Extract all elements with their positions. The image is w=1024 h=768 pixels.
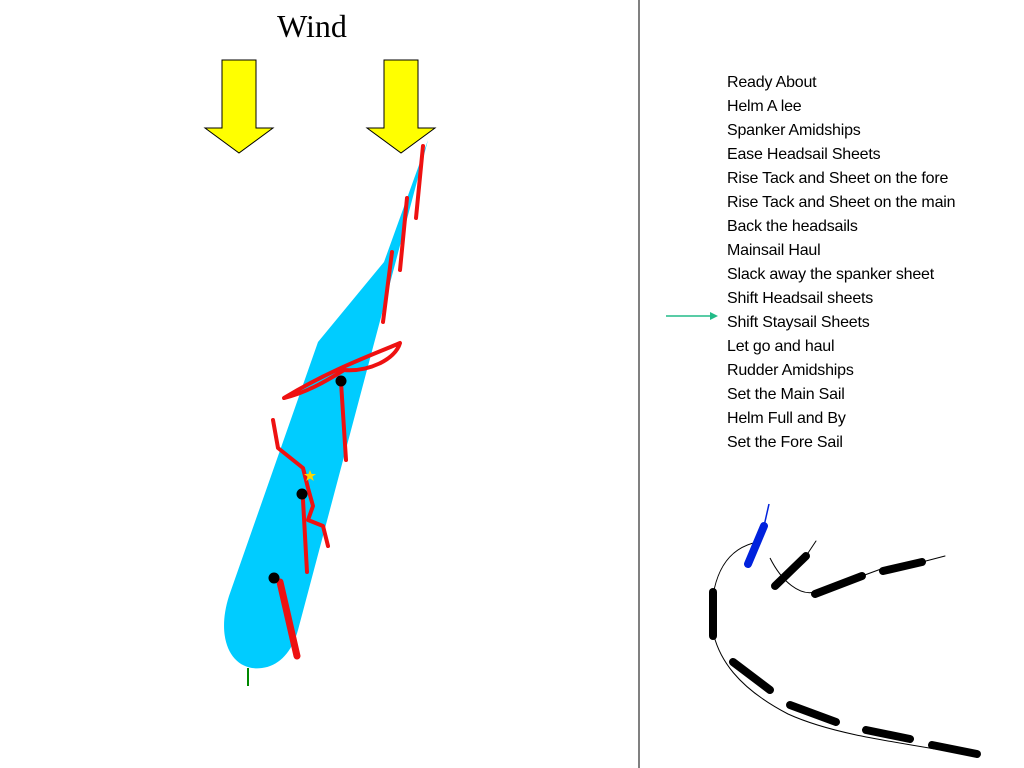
order-item: Helm Full and By xyxy=(727,410,846,427)
turn-curve xyxy=(769,557,816,594)
spanker-sail xyxy=(276,578,301,660)
current-order-pointer-icon xyxy=(666,312,718,320)
mainmast xyxy=(296,488,308,500)
order-item: Spanker Amidships xyxy=(727,122,861,139)
bowsprit xyxy=(861,568,882,577)
divider xyxy=(638,0,640,768)
fore-topsail xyxy=(339,380,348,462)
sails xyxy=(271,144,425,660)
ship-hull xyxy=(224,140,428,669)
order-item: Slack away the spanker sheet xyxy=(727,266,934,283)
order-item: Let go and haul xyxy=(727,338,835,355)
current-ship-bowsprit xyxy=(763,503,770,527)
wind-arrow-left xyxy=(203,59,275,154)
main-sail xyxy=(271,418,330,548)
bowsprit xyxy=(805,540,817,557)
order-item: Shift Headsail sheets xyxy=(727,290,874,307)
ship-silhouette xyxy=(811,572,866,598)
ship-silhouette xyxy=(786,701,840,726)
jib-sail xyxy=(414,144,425,220)
foremast xyxy=(335,375,347,387)
order-item: Ready About xyxy=(727,74,817,91)
ship-silhouette xyxy=(879,558,926,575)
ship-silhouette xyxy=(862,726,914,743)
order-item: Back the headsails xyxy=(727,218,858,235)
current-ship xyxy=(744,522,768,568)
track-ships xyxy=(709,540,981,758)
order-item: Rudder Amidships xyxy=(727,362,854,379)
order-item: Helm A lee xyxy=(727,98,802,115)
tack-track xyxy=(709,503,981,758)
tacking-orders-list: Ready About Helm A lee Spanker Amidships… xyxy=(727,71,956,455)
pivot-star-icon xyxy=(304,470,316,481)
order-item: Rise Tack and Sheet on the fore xyxy=(727,170,949,187)
inner-staysail xyxy=(381,250,394,324)
main-topsail xyxy=(301,498,309,574)
bowsprit xyxy=(921,555,946,563)
ship-silhouette xyxy=(928,741,981,758)
track-line xyxy=(710,541,979,757)
fore-course-sail xyxy=(282,341,402,400)
mizzenmast xyxy=(268,572,280,584)
order-item: Set the Main Sail xyxy=(727,386,845,403)
order-item: Ease Headsail Sheets xyxy=(727,146,881,163)
ship-silhouette xyxy=(729,658,774,694)
order-item: Rise Tack and Sheet on the main xyxy=(727,194,956,211)
order-item-current: Shift Staysail Sheets xyxy=(727,314,870,331)
wind-arrow-right xyxy=(365,59,437,154)
order-item: Mainsail Haul xyxy=(727,242,821,259)
wind-title: Wind xyxy=(277,8,347,44)
fore-staysail xyxy=(398,196,409,272)
ship-silhouette xyxy=(771,552,810,590)
order-item: Set the Fore Sail xyxy=(727,434,843,451)
